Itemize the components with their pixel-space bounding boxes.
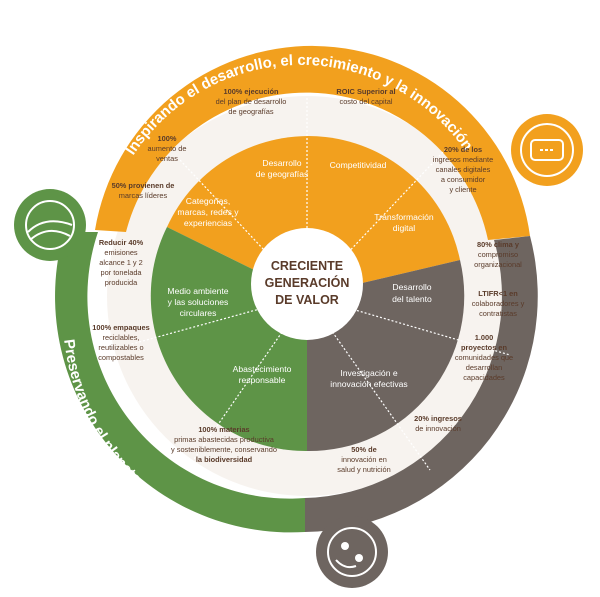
kpi-emisiones: Reducir 40% emisiones alcance 1 y 2 por … [99, 238, 144, 287]
svg-text:ROIC Superior al: ROIC Superior al [336, 87, 395, 96]
svg-text:alcance 1 y 2: alcance 1 y 2 [99, 258, 143, 267]
svg-text:aumento de: aumento de [147, 144, 186, 153]
svg-text:reciclables,: reciclables, [103, 333, 140, 342]
arc-band-right [305, 236, 538, 532]
svg-text:ventas: ventas [156, 154, 178, 163]
svg-text:100%: 100% [158, 134, 177, 143]
svg-text:50% de: 50% de [351, 445, 376, 454]
svg-text:capacidades: capacidades [463, 373, 505, 382]
svg-text:Categorías,: Categorías, [186, 196, 230, 206]
svg-text:compromiso: compromiso [478, 250, 518, 259]
svg-text:colaboradores y: colaboradores y [472, 299, 525, 308]
svg-text:20% ingresos: 20% ingresos [414, 414, 462, 423]
svg-text:la biodiversidad: la biodiversidad [196, 455, 253, 464]
svg-text:comunidades que: comunidades que [455, 353, 513, 362]
svg-text:de geografías: de geografías [256, 169, 309, 179]
svg-text:salud y nutrición: salud y nutrición [337, 465, 390, 474]
kpi-ejecucion: 100% ejecución del plan de desarrollo de… [216, 87, 287, 116]
segment-categorias: Categorías, marcas, redes y experiencias [177, 196, 239, 228]
svg-text:organizacional: organizacional [474, 260, 522, 269]
center-line-1: CRECIENTE [271, 259, 343, 273]
kpi-proyectos: 1.000 proyectos en comunidades que desar… [455, 333, 513, 382]
svg-text:Competitividad: Competitividad [330, 160, 387, 170]
svg-text:compostables: compostables [98, 353, 144, 362]
ticket-icon [511, 114, 583, 186]
kpi-ltifr: LTIFR<1 en colaboradores y contratistas [472, 289, 525, 318]
kpi-marcas-lideres: 50% provienen de marcas líderes [112, 181, 175, 200]
svg-text:y cliente: y cliente [449, 185, 476, 194]
center-line-2: GENERACIÓN [265, 275, 350, 290]
kpi-ingresos-digitales: 20% de los ingresos mediante canales dig… [433, 145, 493, 194]
kpi-empaques: 100% empaques reciclables, reutilizables… [92, 323, 150, 362]
kpi-innovacion-salud: 50% de innovación en salud y nutrición [337, 445, 390, 474]
svg-text:responsable: responsable [239, 375, 286, 385]
svg-text:contratistas: contratistas [479, 309, 517, 318]
svg-text:1.000: 1.000 [475, 333, 494, 342]
svg-text:marcas, redes y: marcas, redes y [177, 207, 239, 217]
segment-competitividad: Competitividad [330, 160, 387, 170]
segment-investigacion: Investigación e innovación efectivas [330, 368, 407, 389]
svg-text:50% provienen de: 50% provienen de [112, 181, 175, 190]
svg-text:ingresos mediante: ingresos mediante [433, 155, 493, 164]
svg-text:proyectos en: proyectos en [461, 343, 507, 352]
svg-text:Investigación e: Investigación e [340, 368, 398, 378]
arc-band-top [95, 45, 530, 240]
center-circle [251, 228, 363, 340]
svg-text:costo del capital: costo del capital [340, 97, 393, 106]
svg-text:primas abastecidas productiva: primas abastecidas productiva [174, 435, 275, 444]
svg-text:Transformación: Transformación [374, 212, 434, 222]
svg-text:marcas líderes: marcas líderes [119, 191, 168, 200]
svg-text:del plan de desarrollo: del plan de desarrollo [216, 97, 287, 106]
svg-text:digital: digital [393, 223, 416, 233]
svg-text:de innovación: de innovación [415, 424, 461, 433]
kpi-aumento-ventas: 100% aumento de ventas [147, 134, 186, 163]
people-circle-icon [316, 516, 388, 588]
svg-text:del talento: del talento [392, 294, 432, 304]
svg-text:reutilizables o: reutilizables o [98, 343, 143, 352]
svg-text:80% clima y: 80% clima y [477, 240, 520, 249]
segment-fill-orange [167, 136, 460, 296]
svg-text:a consumidor: a consumidor [441, 175, 486, 184]
svg-text:desarrollan: desarrollan [466, 363, 503, 372]
svg-text:100% empaques: 100% empaques [92, 323, 150, 332]
kpi-materias-primas: 100% materias primas abastecidas product… [171, 425, 277, 464]
svg-text:experiencias: experiencias [184, 218, 232, 228]
svg-text:y sosteniblemente, conservando: y sosteniblemente, conservando [171, 445, 277, 454]
svg-text:LTIFR<1 en: LTIFR<1 en [478, 289, 518, 298]
segment-desarrollo-geografias: Desarrollo de geografías [256, 158, 309, 179]
svg-text:por tonelada: por tonelada [100, 268, 142, 277]
svg-text:innovación en: innovación en [341, 455, 387, 464]
kpi-clima: 80% clima y compromiso organizacional [474, 240, 522, 269]
segment-medio-ambiente: Medio ambiente y las soluciones circular… [167, 286, 228, 318]
svg-text:Abastecimiento: Abastecimiento [233, 364, 292, 374]
arc-band-left [55, 232, 306, 533]
hills-icon [14, 189, 86, 261]
svg-text:100% materias: 100% materias [198, 425, 249, 434]
svg-text:20% de los: 20% de los [444, 145, 482, 154]
segment-abastecimiento: Abastecimiento responsable [233, 364, 292, 385]
kpi-roic: ROIC Superior al costo del capital [336, 87, 395, 106]
svg-text:Medio ambiente: Medio ambiente [167, 286, 228, 296]
svg-text:Reducir 40%: Reducir 40% [99, 238, 144, 247]
svg-text:Desarrollo: Desarrollo [262, 158, 301, 168]
svg-text:innovación efectivas: innovación efectivas [330, 379, 407, 389]
svg-text:100% ejecución: 100% ejecución [223, 87, 279, 96]
svg-text:circulares: circulares [180, 308, 217, 318]
kpi-ingresos-innovacion: 20% ingresos de innovación [414, 414, 462, 433]
svg-text:canales digitales: canales digitales [436, 165, 491, 174]
svg-text:de geografías: de geografías [228, 107, 274, 116]
segment-transformacion-digital: Transformación digital [374, 212, 434, 233]
svg-text:Desarrollo: Desarrollo [392, 282, 431, 292]
svg-text:y las soluciones: y las soluciones [168, 297, 229, 307]
svg-text:emisiones: emisiones [104, 248, 138, 257]
svg-text:producida: producida [105, 278, 138, 287]
segment-desarrollo-talento: Desarrollo del talento [392, 282, 432, 304]
center-line-3: DE VALOR [275, 293, 339, 307]
